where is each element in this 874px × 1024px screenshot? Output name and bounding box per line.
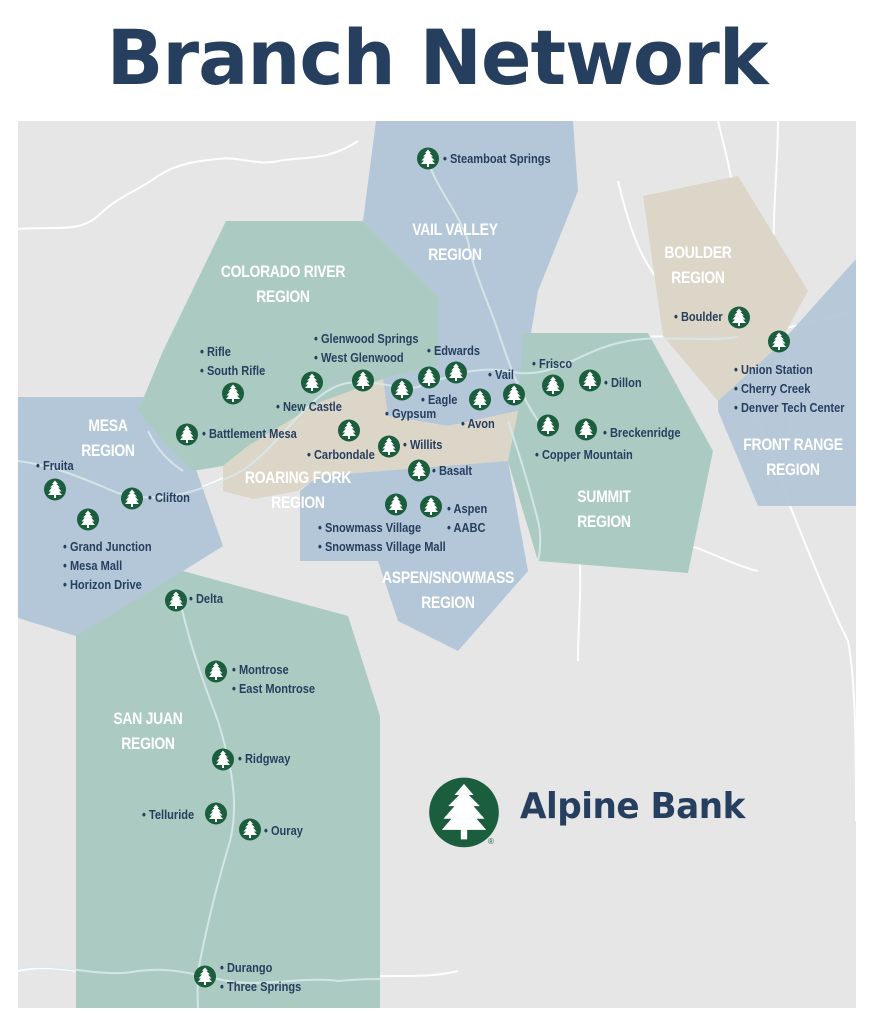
tree-icon[interactable] <box>468 388 492 412</box>
branch-union-station[interactable]: • Union Station <box>734 362 813 377</box>
branch-new-castle[interactable]: • New Castle <box>276 399 342 414</box>
region-roaring-fork <box>223 379 518 499</box>
tree-icon[interactable] <box>300 371 324 395</box>
branch-fruita[interactable]: • Fruita <box>36 458 74 473</box>
branch-aabc[interactable]: • AABC <box>447 520 486 535</box>
branch-three-springs[interactable]: • Three Springs <box>220 979 302 994</box>
tree-icon[interactable] <box>76 508 100 532</box>
branch-telluride[interactable]: • Telluride <box>142 807 195 822</box>
tree-icon[interactable] <box>238 818 262 842</box>
tree-icon[interactable] <box>204 802 228 826</box>
tree-icon[interactable] <box>536 414 560 438</box>
branch-gypsum[interactable]: • Gypsum <box>385 406 437 421</box>
branch-horizon-drive[interactable]: • Horizon Drive <box>63 577 142 592</box>
branch-delta[interactable]: • Delta <box>189 591 223 606</box>
branch-cherry-creek[interactable]: • Cherry Creek <box>734 381 811 396</box>
alpine-bank-logo-text: Alpine Bank <box>520 786 745 827</box>
region-front-range <box>718 259 856 506</box>
tree-icon[interactable] <box>384 493 408 517</box>
branch-snowmass-village[interactable]: • Snowmass Village <box>318 520 422 535</box>
branch-copper-mountain[interactable]: • Copper Mountain <box>535 447 633 462</box>
branch-basalt[interactable]: • Basalt <box>432 463 473 478</box>
branch-vail[interactable]: • Vail <box>488 367 514 382</box>
branch-snowmass-village-mall[interactable]: • Snowmass Village Mall <box>318 539 446 554</box>
branch-ouray[interactable]: • Ouray <box>264 823 303 838</box>
branch-dillon[interactable]: • Dillon <box>604 375 642 390</box>
tree-icon[interactable] <box>578 369 602 393</box>
branch-steamboat-springs[interactable]: • Steamboat Springs <box>443 151 551 166</box>
tree-icon[interactable] <box>727 306 751 330</box>
tree-icon[interactable] <box>417 366 441 390</box>
branch-carbondale[interactable]: • Carbondale <box>307 447 375 462</box>
branch-rifle[interactable]: • Rifle <box>200 344 231 359</box>
branch-denver-tech-center[interactable]: • Denver Tech Center <box>734 400 845 415</box>
tree-icon[interactable] <box>541 374 565 398</box>
region-colorado-river <box>138 221 438 471</box>
branch-boulder[interactable]: • Boulder <box>674 309 723 324</box>
branch-montrose[interactable]: • Montrose <box>232 662 289 677</box>
tree-icon[interactable] <box>390 378 414 402</box>
branch-east-montrose[interactable]: • East Montrose <box>232 681 316 696</box>
branch-grand-junction[interactable]: • Grand Junction <box>63 539 152 554</box>
tree-icon[interactable] <box>43 478 67 502</box>
branch-ridgway[interactable]: • Ridgway <box>238 751 291 766</box>
tree-icon[interactable] <box>767 330 791 354</box>
branch-west-glenwood[interactable]: • West Glenwood <box>314 350 404 365</box>
registered-mark: ® <box>488 837 494 846</box>
tree-icon[interactable] <box>211 748 235 772</box>
branch-breckenridge[interactable]: • Breckenridge <box>603 425 681 440</box>
branch-mesa-mall[interactable]: • Mesa Mall <box>63 558 123 573</box>
branch-battlement-mesa[interactable]: • Battlement Mesa <box>202 426 297 441</box>
page-title: Branch Network <box>106 13 769 102</box>
branch-frisco[interactable]: • Frisco <box>532 356 573 371</box>
tree-icon[interactable] <box>416 147 440 171</box>
branch-edwards[interactable]: • Edwards <box>427 343 481 358</box>
branch-avon[interactable]: • Avon <box>461 416 495 431</box>
region-mesa <box>18 397 223 636</box>
branch-willits[interactable]: • Willits <box>403 437 443 452</box>
tree-icon[interactable] <box>164 589 188 613</box>
region-san-juan <box>76 571 380 1008</box>
branch-aspen[interactable]: • Aspen <box>447 501 488 516</box>
tree-icon[interactable] <box>502 383 526 407</box>
tree-icon[interactable] <box>377 435 401 459</box>
tree-icon[interactable] <box>120 487 144 511</box>
branch-clifton[interactable]: • Clifton <box>148 490 190 505</box>
region-aspen-snowmass <box>300 461 528 651</box>
region-boulder <box>643 176 808 401</box>
tree-icon[interactable] <box>204 660 228 684</box>
branch-south-rifle[interactable]: • South Rifle <box>200 363 266 378</box>
branch-eagle[interactable]: • Eagle <box>421 392 458 407</box>
tree-icon[interactable] <box>444 361 468 385</box>
branch-glenwood-springs[interactable]: • Glenwood Springs <box>314 331 419 346</box>
tree-icon[interactable] <box>419 495 443 519</box>
tree-icon[interactable] <box>574 418 598 442</box>
tree-icon[interactable] <box>175 423 199 447</box>
tree-icon[interactable] <box>193 965 217 989</box>
tree-icon[interactable] <box>351 369 375 393</box>
branch-durango[interactable]: • Durango <box>220 960 273 975</box>
tree-icon[interactable] <box>221 382 245 406</box>
tree-icon[interactable] <box>407 459 431 483</box>
tree-icon[interactable] <box>337 419 361 443</box>
